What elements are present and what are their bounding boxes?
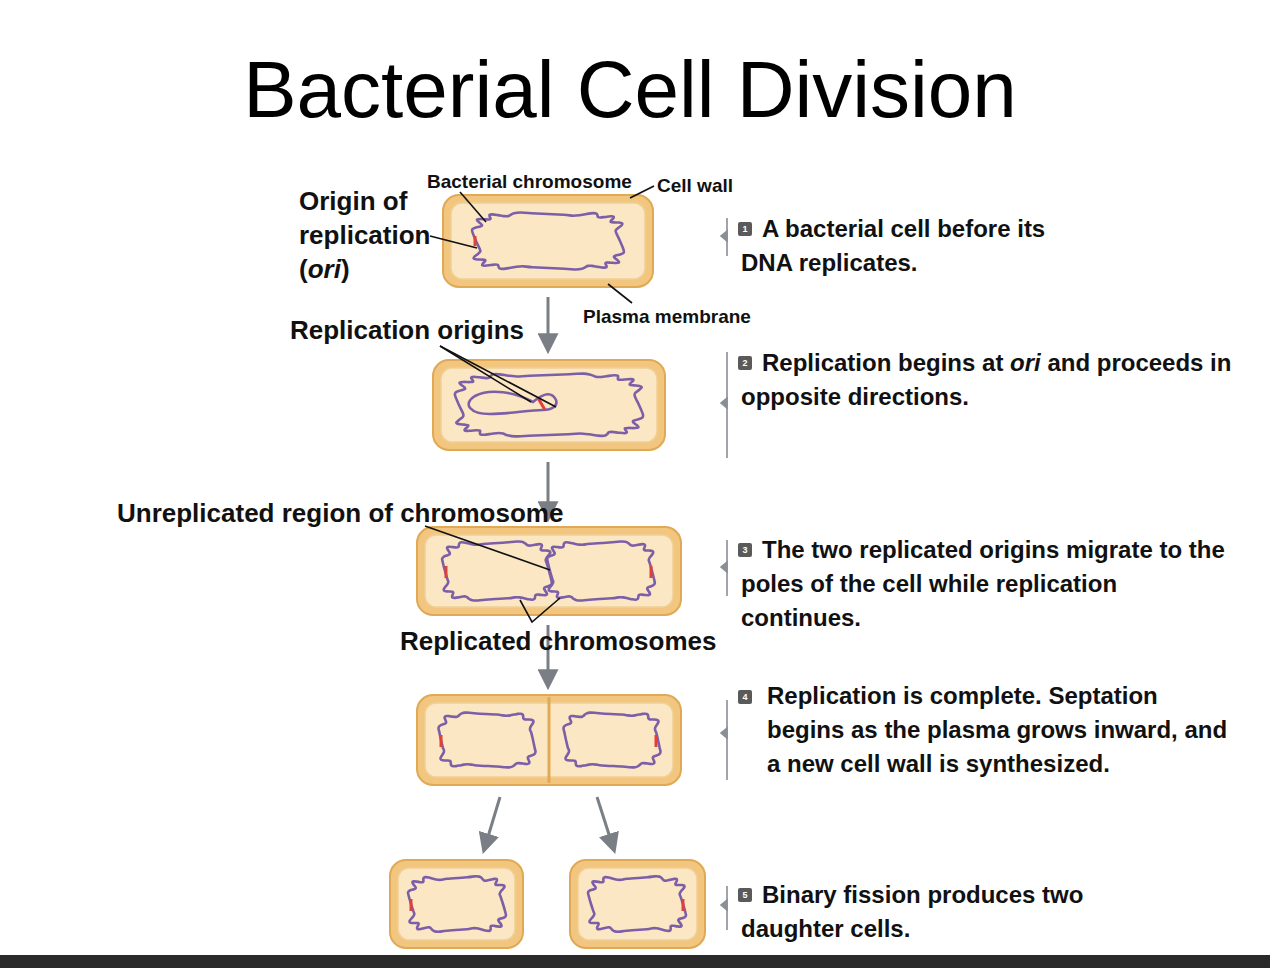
text-run: Replication is complete. Septation begin… — [767, 682, 1227, 777]
cell-wall — [570, 860, 705, 948]
callout-number: 1 — [738, 222, 752, 236]
leader-line — [520, 598, 560, 622]
leader-line — [460, 192, 486, 222]
step-arrow — [547, 297, 550, 350]
bacterial-cell — [417, 695, 681, 785]
bracket — [726, 700, 728, 780]
part-label: Bacterial chromosome — [427, 170, 632, 194]
origin-mark — [440, 735, 443, 747]
part-label: Cell wall — [657, 174, 733, 198]
part-label: Unreplicated region of chromosome — [117, 497, 563, 530]
callout-number: 3 — [738, 543, 752, 557]
part-label: Replicated chromosomes — [400, 625, 716, 658]
origin-mark — [474, 236, 477, 246]
cell-wall — [417, 695, 681, 785]
bacterial-cell — [390, 860, 523, 948]
chromosome — [469, 392, 557, 414]
chromosome — [547, 541, 655, 600]
chromosome — [563, 713, 660, 768]
text-run: ) — [341, 254, 350, 284]
text-run: Binary fission produces two daughter cel… — [741, 881, 1083, 942]
leader-line — [630, 186, 654, 198]
leader-line — [425, 526, 550, 570]
chromosome — [408, 876, 506, 931]
origin-mark — [445, 566, 448, 578]
plasma-membrane — [578, 868, 697, 940]
bracket — [721, 728, 727, 738]
chromosome — [472, 212, 624, 269]
step-description: A bacterial cell before its DNA replicat… — [741, 212, 1076, 280]
part-label: Plasma membrane — [583, 305, 751, 329]
bracket — [721, 562, 727, 572]
origin-mark — [650, 566, 653, 578]
leader-line — [608, 284, 632, 303]
bottom-bar — [0, 955, 1270, 968]
callout-number: 5 — [738, 888, 752, 902]
step-description: Replication is complete. Septation begin… — [767, 679, 1232, 781]
leader-line — [440, 346, 531, 402]
italic-term: ori — [308, 254, 341, 284]
text-run: The two replicated origins migrate to th… — [741, 536, 1225, 631]
step-description: Binary fission produces two daughter cel… — [741, 878, 1086, 946]
leader-line — [430, 236, 477, 248]
chromosome — [588, 876, 686, 931]
plasma-membrane — [441, 368, 657, 442]
plasma-membrane — [398, 868, 515, 940]
text-run: Unreplicated region of chromosome — [117, 498, 563, 528]
chromosome — [442, 541, 552, 600]
part-label: Replication origins — [290, 314, 524, 347]
origin-mark — [682, 899, 685, 911]
italic-term: ori — [1010, 349, 1041, 376]
bracket — [721, 398, 727, 408]
plasma-membrane — [425, 535, 673, 607]
origin-mark — [410, 899, 413, 911]
callout-number: 4 — [738, 690, 752, 704]
step-description: Replication begins at ori and proceeds i… — [741, 346, 1241, 414]
chromosome — [438, 713, 535, 768]
text-run: Plasma membrane — [583, 306, 751, 327]
bacterial-cell — [570, 860, 705, 948]
step-arrow — [484, 797, 500, 850]
origin-mark — [655, 735, 658, 747]
text-run: A bacterial cell before its DNA replicat… — [741, 215, 1045, 276]
septum — [548, 697, 551, 783]
chromosome — [455, 374, 643, 437]
bracket — [721, 900, 727, 910]
text-run: Bacterial chromosome — [427, 171, 632, 192]
cell-wall — [390, 860, 523, 948]
callout-number: 2 — [738, 356, 752, 370]
bacterial-cell — [433, 360, 665, 450]
text-run: Replication origins — [290, 315, 524, 345]
leader-line — [440, 346, 556, 407]
text-run: Replicated chromosomes — [400, 626, 716, 656]
bacterial-cell — [417, 527, 681, 615]
part-label: Origin of replication (ori) — [299, 184, 464, 286]
title: Bacterial Cell Division — [0, 50, 1260, 130]
text-run: Replication begins at — [762, 349, 1010, 376]
bracket — [721, 231, 727, 241]
step-description: The two replicated origins migrate to th… — [741, 533, 1241, 635]
text-run: Cell wall — [657, 175, 733, 196]
cell-wall — [433, 360, 665, 450]
step-arrow — [597, 797, 614, 850]
cell-wall — [417, 527, 681, 615]
